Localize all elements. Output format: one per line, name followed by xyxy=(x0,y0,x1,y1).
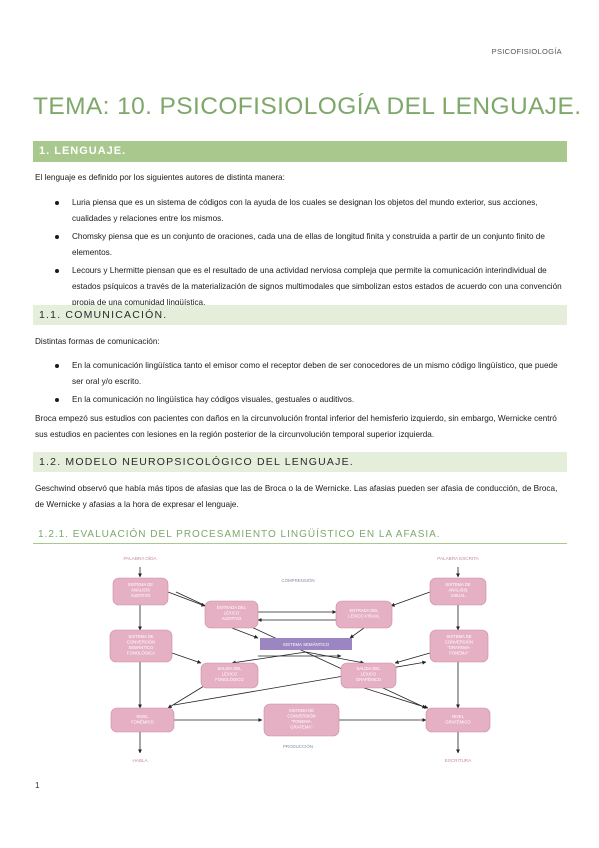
label-comprension: COMPRENSIÓN xyxy=(281,578,314,583)
label-palabra-escrita: PALABRA ESCRITA xyxy=(437,556,479,561)
section1-1-bullet-list: En la comunicación lingüística tanto el … xyxy=(35,358,565,410)
svg-text:SISTEMA SEMÁNTICO: SISTEMA SEMÁNTICO xyxy=(283,642,330,647)
label-escritura: ESCRITURA xyxy=(445,758,472,763)
label-palabra-oida: PALABRA OÍDA xyxy=(123,555,157,561)
section1-2-paragraph: Geschwind observó que había más tipos de… xyxy=(35,484,558,509)
section1-intro: El lenguaje es definido por los siguient… xyxy=(35,173,285,182)
header-section-tag: PSICOFISIOLOGÍA xyxy=(491,47,562,56)
section-heading-comunicacion: 1.1. COMUNICACIÓN. xyxy=(33,305,567,325)
section1-1-paragraph: Broca empezó sus estudios con pacientes … xyxy=(35,414,557,439)
list-item: Chomsky piensa que es un conjunto de ora… xyxy=(35,229,565,261)
page-number: 1 xyxy=(35,781,40,790)
section-heading-lenguaje: 1. LENGUAJE. xyxy=(33,141,567,162)
list-item: En la comunicación lingüística tanto el … xyxy=(35,358,565,390)
section1-bullet-list: Luria piensa que es un sistema de código… xyxy=(35,195,565,313)
language-processing-diagram: PALABRA OÍDA PALABRA ESCRITA COMPRENSIÓN… xyxy=(109,555,491,763)
list-item: Lecours y Lhermitte piensan que es el re… xyxy=(35,263,565,311)
label-produccion: PRODUCCIÓN xyxy=(283,744,313,749)
page-title: TEMA: 10. PSICOFISIOLOGÍA DEL LENGUAJE. xyxy=(33,93,582,120)
section-heading-evaluacion: 1.2.1. EVALUACIÓN DEL PROCESAMIENTO LING… xyxy=(33,526,567,544)
node-sistema-semantico: SISTEMA SEMÁNTICO xyxy=(260,638,352,650)
section1-1-intro: Distintas formas de comunicación: xyxy=(35,337,160,346)
label-habla: HABLA xyxy=(132,758,148,763)
section-heading-modelo: 1.2. MODELO NEUROPSICOLÓGICO DEL LENGUAJ… xyxy=(33,452,567,472)
list-item: Luria piensa que es un sistema de código… xyxy=(35,195,565,227)
list-item: En la comunicación no lingüística hay có… xyxy=(35,392,565,408)
